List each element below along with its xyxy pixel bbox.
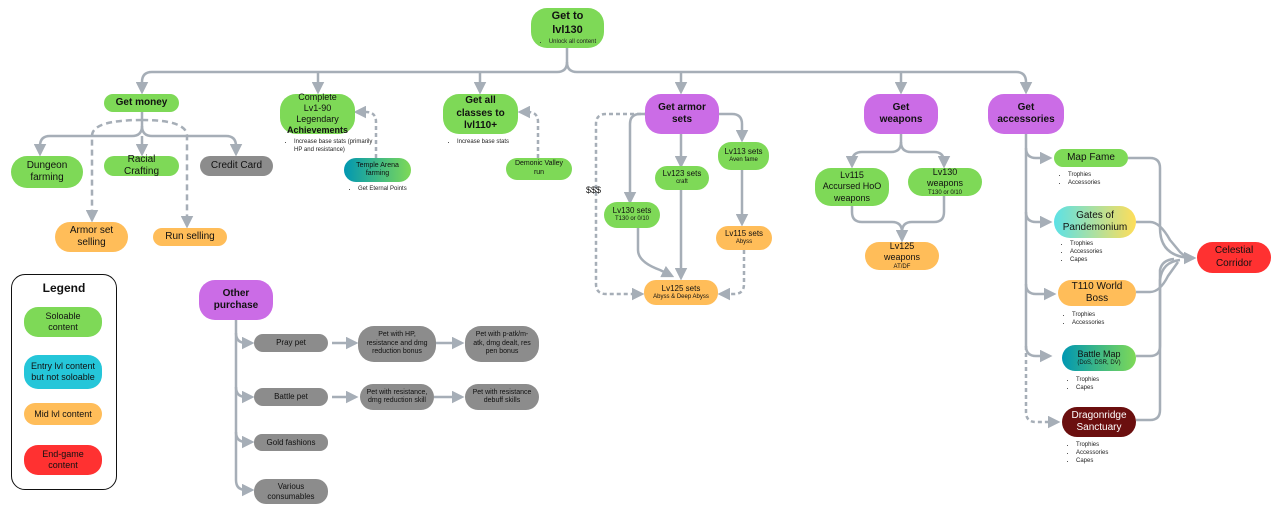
notes-battle-map: TrophiesCapes (1066, 376, 1146, 392)
edge-demonic-classes (517, 105, 540, 158)
node-temple-arena: Temple Arena farming (344, 158, 411, 182)
node-pray-pet: Pray pet (254, 334, 328, 352)
edge-weapons-lv115w (845, 134, 903, 169)
edge-other-battle (234, 386, 255, 404)
legend-title: Legend (42, 281, 86, 295)
edge-other-pray (234, 332, 255, 350)
label-dollar: $$$ (586, 185, 602, 195)
node-celestial-corridor: Celestial Corridor (1197, 242, 1271, 273)
node-get-money: Get money (104, 94, 179, 112)
edge-gates-celestial (1136, 220, 1195, 260)
node-get-armor-sets: Get armor sets (645, 94, 719, 134)
edge-root-bus (135, 48, 569, 95)
node-demonic-valley: Demonic Valley run (506, 158, 572, 180)
node-armor-set-selling: Armor set selling (55, 222, 128, 252)
legend-end-game: End-game content (24, 445, 102, 475)
edge-root-right (565, 61, 1033, 95)
edge-acc-gates (1024, 211, 1053, 229)
edge-acc-t110 (1024, 283, 1057, 301)
edge-mapfame-celestial (1128, 156, 1197, 265)
edge-temple-achievements (353, 105, 378, 158)
node-achievements: Complete Lv1-90 Legendary Achievements (280, 92, 355, 135)
edge-armor-lv113 (716, 112, 749, 143)
edge-money-armorsell (85, 118, 143, 223)
node-run-selling: Run selling (153, 228, 227, 246)
edge-acc-dragon (1024, 346, 1061, 429)
edge-acc-mapfame (1024, 147, 1053, 165)
node-map-fame: Map Fame (1054, 149, 1128, 167)
legend: Legend Soloable content Entry lvl conten… (11, 274, 117, 490)
node-gold-fashions: Gold fashions (254, 434, 328, 451)
edge-armor-lv130 (623, 112, 648, 205)
node-dungeon-farming: Dungeon farming (11, 156, 83, 188)
edge-weapons-lv130w (899, 141, 951, 169)
node-racial-crafting: Racial Crafting (104, 154, 179, 177)
notes-achievements: Increase base stats (primarily HP and re… (284, 138, 374, 154)
edge-lv115-lv125 (717, 250, 746, 301)
node-battle-pet: Battle pet (254, 388, 328, 406)
edge-money-runsell (141, 118, 194, 229)
node-dragonridge-sanctuary: Dragonridge Sanctuary (1062, 407, 1136, 437)
edge-lv130w-lv125w (900, 196, 946, 233)
edge-lv130-lv125 (636, 228, 675, 278)
edge-lv115w-lv125w (850, 206, 909, 243)
edge-other-gold (234, 431, 255, 449)
node-credit-card: Credit Card (200, 156, 273, 176)
node-get-accessories: Get accessories (988, 94, 1064, 134)
notes-t110: TrophiesAccessories (1062, 311, 1142, 327)
node-pet-resistance-debuff: Pet with resistance debuff skills (465, 384, 539, 410)
node-lv115-accursed: Lv115 Accursed HoO weapons (815, 168, 889, 206)
node-get-weapons: Get weapons (864, 94, 938, 134)
node-gates-of-pandemonium: Gates of Pandemonium (1054, 206, 1136, 238)
node-pet-resistance-reduction: Pet with resistance, dmg reduction skill (360, 384, 434, 410)
node-various-consumables: Various consumables (254, 479, 328, 504)
notes-dragonridge: TrophiesAccessoriesCapes (1066, 441, 1146, 465)
edge-money-dungeon (33, 112, 144, 157)
edge-dragon-celestial (1136, 257, 1175, 422)
edge-money-credit (140, 125, 243, 157)
notes-map-fame: TrophiesAccessories (1058, 171, 1138, 187)
edge-other-spine (234, 320, 255, 497)
edge-t110-celestial (1136, 261, 1180, 294)
node-battle-map: Battle Map(DoS, DSR, DV) (1062, 345, 1136, 371)
node-get-to-lvl130: Get to lvl130 Unlock all content (531, 8, 604, 48)
edge-battlemap-celestial (1136, 258, 1181, 358)
node-pet-hp-resistance: Pet with HP, resistance and dmg reductio… (358, 326, 436, 362)
notes-temple: Get Eternal Points (348, 185, 438, 193)
legend-mid-level: Mid lvl content (24, 403, 102, 425)
notes-gates: TrophiesAccessoriesCapes (1060, 240, 1140, 264)
notes-classes: Increase base stats (447, 138, 537, 146)
node-t110-world-boss: T110 World Boss (1058, 280, 1136, 306)
node-get-all-classes: Get all classes to lvl110+ (443, 94, 518, 134)
edge-acc-spine (1024, 134, 1053, 363)
node-other-purchase: Other purchase (199, 280, 273, 320)
legend-soloable: Soloable content (24, 307, 102, 337)
legend-entry-level: Entry lvl content but not soloable (24, 355, 102, 389)
node-pet-patk: Pet with p-atk/m-atk, dmg dealt, res pen… (465, 326, 539, 362)
